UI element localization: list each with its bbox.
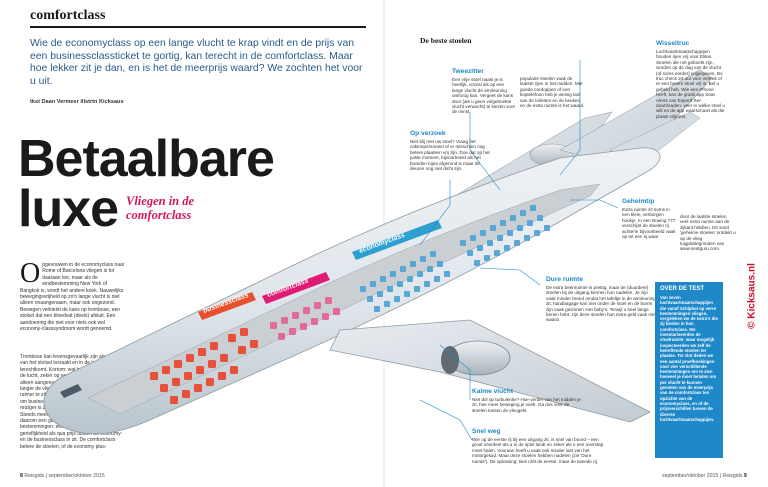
section-rule <box>30 26 366 28</box>
wisseltruc-text: Luchtvaartmaatschappijen houden rijen vr… <box>656 49 725 119</box>
annotation-tweezitter: Tweezitter Een vrije stoel naast je is h… <box>452 68 516 115</box>
body-text-1: pgevouwen in de economyclass naar Rome o… <box>20 262 125 333</box>
business-seats <box>150 328 258 404</box>
copyright-watermark: © Kicksaus.nl <box>742 236 762 356</box>
headline: Betaalbare luxe <box>18 130 275 238</box>
folio-left-text: Reisgids | september/oktober 2015 <box>24 473 105 479</box>
section-label: comfortclass <box>30 8 106 23</box>
annotation-op-verzoek: Op verzoek Niet blij met uw stoel? Vraag… <box>410 130 492 171</box>
headline-line-2: luxe <box>18 180 119 238</box>
right-page-header: De beste stoelen <box>420 36 472 45</box>
cabin-floor <box>87 183 601 415</box>
comfort-seats <box>270 297 340 340</box>
test-sidebar: OVER DE TEST Van zeven luchtvaartmaatsch… <box>655 282 723 458</box>
byline: tkst Daan Vermeer illstrtn Kicksaus <box>30 99 124 105</box>
annotation-geheimtip-cont: door de laatste stoelen veel extra ruimt… <box>680 214 736 252</box>
kalme-vlucht-text: Niet dol op turbulentie? Hoe verder van … <box>472 397 581 413</box>
snel-weg-text: Wie op de eerste rij bij een uitgang zit… <box>472 437 604 464</box>
wisseltruc-title: Wisseltruc <box>656 40 690 47</box>
geheimtip-text: Extra ruimte zit soms in een klein, verb… <box>622 207 676 240</box>
page-number-right: 9 <box>743 473 747 479</box>
cockpit-window <box>60 384 82 398</box>
annotation-kalme-vlucht: Kalme vlucht Niet dol op turbulentie? Ho… <box>472 388 582 413</box>
geheimtip-title: Geheimtip <box>622 198 655 205</box>
leader-lines <box>419 60 619 441</box>
headline-line-1: Betaalbare <box>18 130 275 188</box>
page-number-left: 8 <box>20 473 23 479</box>
subheadline: Vliegen in de comfortclass <box>126 194 195 222</box>
sidebar-title: OVER DE TEST <box>660 286 705 292</box>
folio-right-text: september/oktober 2015 | Reisgids <box>662 473 743 479</box>
annotation-dure-ruimte: Dure ruimte De extra beenruimte is prett… <box>546 276 656 323</box>
op-verzoek-text: Niet blij met uw stoel? Vraag het cabine… <box>410 139 490 172</box>
dure-ruimte-title: Dure ruimte <box>546 276 584 283</box>
geheimtip-text-2: door de laatste stoelen veel extra ruimt… <box>680 214 736 252</box>
folio-left: 8 Reisgids | september/oktober 2015 <box>20 473 105 479</box>
tweezitter-text: Een vrije stoel naast je is heerlijk, vo… <box>452 77 516 115</box>
tweezitter-title: Tweezitter <box>452 68 484 75</box>
annotation-middle: populaire stoelen vaak de laatste rijen … <box>520 76 586 108</box>
sidebar-text: Van zeven luchtvaartmaatschappijen die v… <box>660 295 718 422</box>
intro-paragraph: Wie de economyclass op een lange vlucht … <box>30 38 363 87</box>
op-verzoek-title: Op verzoek <box>410 130 446 137</box>
annotation-geheimtip: Geheimtip Extra ruimte zit soms in een k… <box>622 198 678 239</box>
dure-ruimte-text: De extra beenruimte is prettig, maar de … <box>546 285 656 323</box>
annotation-snel-weg: Snel weg Wie op de eerste rij bij een ui… <box>472 428 604 464</box>
kalme-vlucht-title: Kalme vlucht <box>472 388 514 395</box>
folio-right: september/oktober 2015 | Reisgids 9 <box>662 473 747 479</box>
annotation-wisseltruc: Wisseltruc Luchtvaartmaatschappijen houd… <box>656 40 726 119</box>
economy-seats <box>360 205 550 312</box>
snel-weg-title: Snel weg <box>472 428 501 435</box>
middle-text: populaire stoelen vaak de laatste rijen … <box>520 76 585 109</box>
drop-cap: O <box>20 258 41 289</box>
watermark-text: © Kicksaus.nl <box>746 263 758 329</box>
